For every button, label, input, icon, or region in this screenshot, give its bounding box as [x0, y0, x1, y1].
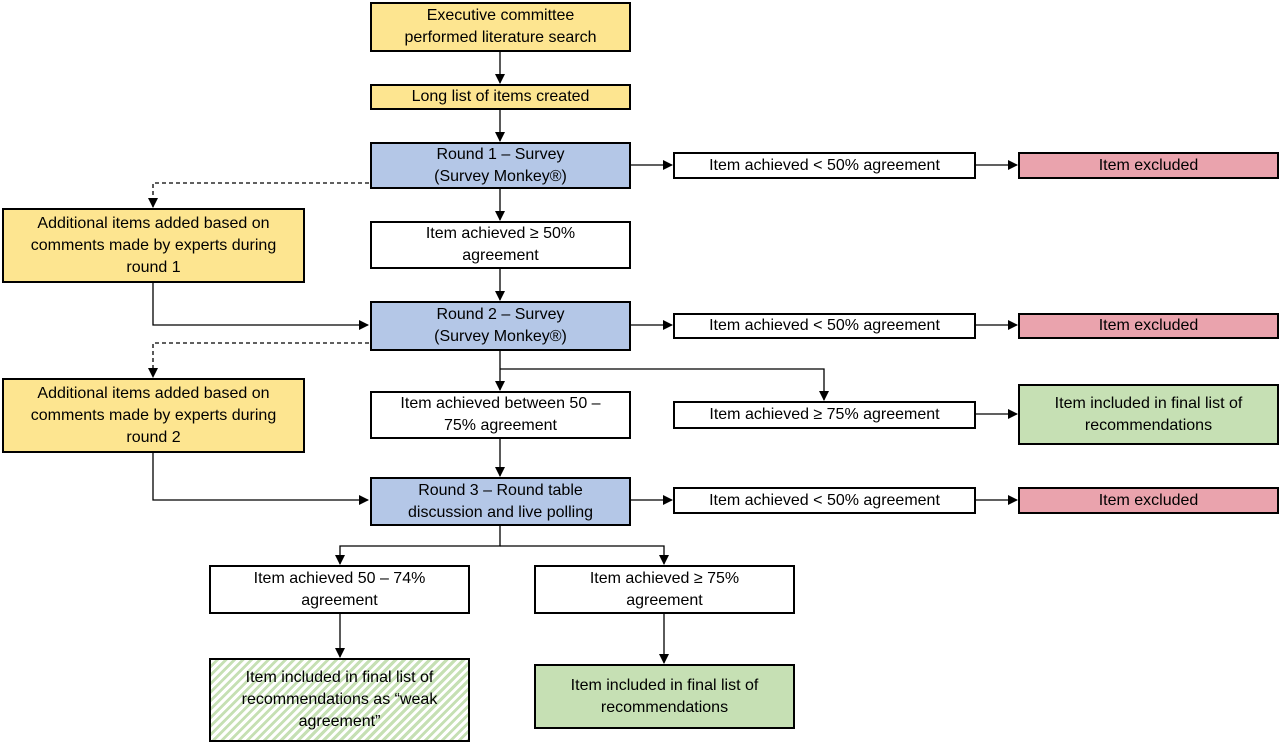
- arrow-round2-to-ge75: [500, 368, 829, 401]
- arrow-additional2-to-round3: [152, 453, 369, 505]
- round2-survey-box: Round 2 – Survey (Survey Monkey®): [370, 301, 631, 351]
- round2-included-box: Item included in final list of recommend…: [1018, 384, 1279, 445]
- round2-below50-box: Item achieved < 50% agreement: [673, 313, 976, 339]
- round1-atleast50-box: Item achieved ≥ 50% agreement: [370, 221, 631, 269]
- long-list-box: Long list of items created: [370, 84, 631, 110]
- round2-between-box: Item achieved between 50 – 75% agreement: [370, 391, 631, 439]
- connector-round3-split: [335, 526, 501, 565]
- round3-below50-box: Item achieved < 50% agreement: [673, 487, 976, 514]
- round1-below50-box: Item achieved < 50% agreement: [673, 152, 976, 179]
- round3-excluded-box: Item excluded: [1018, 487, 1279, 514]
- round1-excluded-box: Item excluded: [1018, 152, 1279, 179]
- round3-roundtable-box: Round 3 – Round table discussion and liv…: [370, 477, 631, 526]
- executive-committee-box: Executive committee performed literature…: [370, 2, 631, 52]
- round3-50to74-box: Item achieved 50 – 74% agreement: [209, 565, 470, 614]
- connector-round3-to-ge75: [500, 545, 669, 565]
- weak-agreement-box: Item included in final list of recommend…: [209, 658, 470, 742]
- arrow-additional1-to-round2: [152, 283, 369, 330]
- round2-excluded-box: Item excluded: [1018, 313, 1279, 339]
- dashed-arrow-round2-to-additional2: [148, 342, 369, 378]
- dashed-arrow-round1-to-additional1: [148, 182, 369, 208]
- additional-items-round2-box: Additional items added based on comments…: [2, 378, 305, 453]
- round3-included-box: Item included in final list of recommend…: [534, 664, 795, 729]
- round2-atleast75-box: Item achieved ≥ 75% agreement: [673, 401, 976, 429]
- round1-survey-box: Round 1 – Survey (Survey Monkey®): [370, 142, 631, 189]
- round3-atleast75-box: Item achieved ≥ 75% agreement: [534, 565, 795, 614]
- additional-items-round1-box: Additional items added based on comments…: [2, 208, 305, 283]
